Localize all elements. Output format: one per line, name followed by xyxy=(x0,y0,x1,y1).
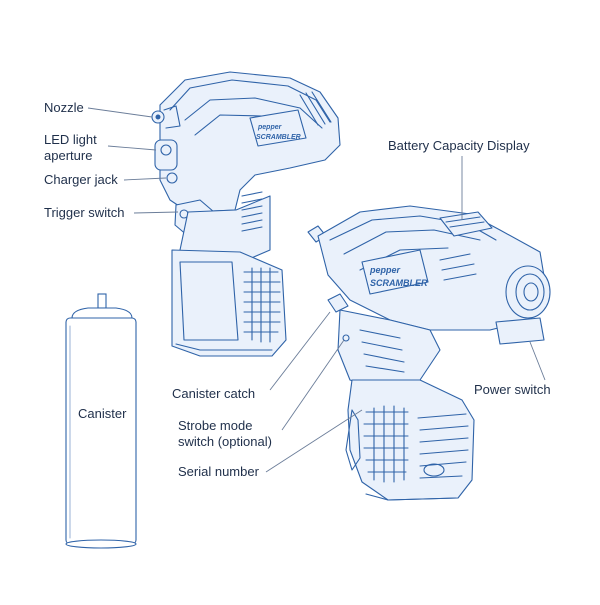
rear-cap-part xyxy=(505,265,551,319)
device-angle-view: pepper SCRAMBLER xyxy=(307,205,551,501)
label-serial-number: Serial number xyxy=(178,464,259,479)
leader-charger xyxy=(123,177,167,181)
power-switch-part xyxy=(495,317,545,345)
led-aperture-part xyxy=(154,139,178,171)
label-strobe-line2: switch (optional) xyxy=(178,434,272,449)
label-battery-display: Battery Capacity Display xyxy=(388,138,530,153)
leader-catch xyxy=(269,311,331,391)
handle-angle xyxy=(347,379,475,501)
label-nozzle: Nozzle xyxy=(44,100,84,115)
leader-lines xyxy=(87,107,546,473)
label-trigger-switch: Trigger switch xyxy=(44,205,125,220)
label-canister-catch: Canister catch xyxy=(172,386,256,401)
battery-display-part xyxy=(439,211,493,237)
handle-front xyxy=(171,249,287,357)
label-canister: Canister xyxy=(78,406,127,421)
leader-power xyxy=(529,341,546,381)
handle-grip-grid-angle xyxy=(363,405,469,483)
brand-text-angle-2: SCRAMBLER xyxy=(370,278,428,288)
label-strobe-line1: Strobe mode xyxy=(178,418,253,433)
canister-catch-part xyxy=(327,293,349,313)
brand-text-front-1: pepper xyxy=(257,124,283,131)
leader-nozzle xyxy=(87,107,153,118)
label-power-switch: Power switch xyxy=(474,382,551,397)
brand-text-front-2: SCRAMBLER xyxy=(256,134,301,141)
brand-text-angle-1: pepper xyxy=(369,265,401,275)
leader-led xyxy=(107,145,157,151)
label-led-line2: aperture xyxy=(44,148,93,163)
label-charger-jack: Charger jack xyxy=(44,172,118,187)
canister-part xyxy=(65,293,137,549)
strobe-switch-part xyxy=(342,334,350,342)
label-led-line1: LED light xyxy=(44,132,97,147)
leader-strobe xyxy=(281,339,345,431)
leader-serial xyxy=(265,409,363,473)
device-front-view: pepper SCRAMBLER xyxy=(151,71,341,357)
leader-trigger xyxy=(133,211,179,214)
brand-plate-angle: pepper SCRAMBLER xyxy=(361,249,429,295)
charger-jack-part xyxy=(166,172,178,184)
handle-grip-grid-front xyxy=(243,267,281,343)
brand-plate-front: pepper SCRAMBLER xyxy=(249,109,307,147)
